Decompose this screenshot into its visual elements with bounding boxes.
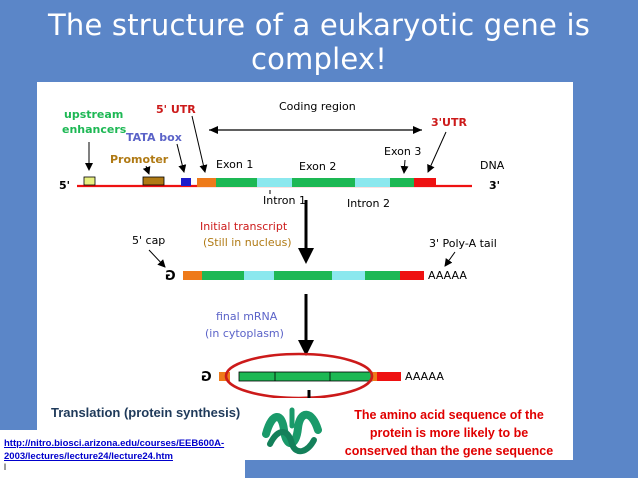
citation-panel — [0, 430, 245, 478]
transcript-intron2 — [332, 271, 365, 280]
label-utr5: 5' UTR — [156, 103, 196, 116]
source-link-line-1[interactable]: http://nitro.biosci.arizona.edu/courses/… — [4, 438, 225, 449]
utr5-pointer — [191, 115, 208, 173]
gene-diagram-svg — [77, 115, 472, 400]
label-5prime: 5' — [59, 179, 71, 192]
label-polya-tail: 3' Poly-A tail — [429, 237, 497, 250]
transcript-utr5 — [183, 271, 202, 280]
gene-structure-diagram: upstream enhancers 5' UTR Coding region … — [37, 82, 573, 400]
mrna-utr3 — [377, 372, 401, 381]
label-still-in-nucleus: (Still in nucleus) — [203, 236, 292, 249]
utr5-segment — [197, 178, 216, 187]
coding-arrow-left — [209, 126, 218, 134]
cap-pointer — [148, 249, 166, 268]
coding-arrow-right — [413, 126, 422, 134]
enhancer-box — [83, 176, 96, 186]
mrna-utr5 — [219, 372, 230, 381]
label-tata-box: TATA box — [126, 131, 182, 144]
mrna-coding — [238, 371, 373, 382]
label-dna: DNA — [480, 159, 505, 172]
transcript-exon3 — [365, 271, 400, 280]
conserved-line-3: conserved than the gene sequence — [344, 444, 554, 458]
label-exon3: Exon 3 — [384, 145, 422, 158]
transcript-intron1 — [244, 271, 274, 280]
promoter-box — [142, 176, 165, 186]
utr3-pointer — [427, 131, 447, 173]
tata-box — [181, 178, 191, 186]
label-utr3: 3'UTR — [431, 116, 467, 129]
intron1-segment — [257, 178, 292, 187]
conserved-note: The amino acid sequence of the protein i… — [333, 406, 565, 460]
label-promoter: Promoter — [110, 153, 169, 166]
cap-glyph-transcript: G — [165, 269, 176, 284]
exon3-segment — [390, 178, 414, 187]
transcript-exon1 — [202, 271, 244, 280]
protein-ribbon-icon — [262, 407, 322, 455]
label-exon1: Exon 1 — [216, 158, 254, 171]
label-coding-region: Coding region — [279, 100, 356, 113]
conserved-line-1: The amino acid sequence of the — [354, 408, 544, 422]
label-intron1: Intron 1 — [263, 194, 307, 207]
exon3-pointer — [400, 159, 409, 174]
transcript-utr3 — [400, 271, 424, 280]
label-aaaaa-mrna: AAAAA — [405, 370, 444, 383]
cap-glyph-mrna: G — [201, 370, 212, 385]
source-link-line-2[interactable]: 2003/lectures/lecture24/lecture24.htm — [4, 451, 173, 462]
mrna-stop — [372, 372, 377, 381]
label-aaaaa-transcript: AAAAA — [428, 269, 467, 282]
translation-label: Translation (protein synthesis) — [51, 405, 241, 420]
slide-title: The structure of a eukaryotic gene is co… — [47, 8, 591, 76]
utr3-segment — [414, 178, 436, 187]
exon1-segment — [216, 178, 257, 187]
label-exon2: Exon 2 — [299, 160, 337, 173]
exon2-segment — [292, 178, 355, 187]
promoter-pointer — [142, 165, 151, 175]
polya-pointer — [444, 251, 456, 267]
label-initial-transcript: Initial transcript — [200, 220, 288, 233]
transcription-arrow-head — [298, 248, 314, 264]
label-in-cytoplasm: (in cytoplasm) — [205, 327, 284, 340]
label-final-mrna: final mRNA — [216, 310, 278, 323]
label-enhancers: enhancers — [62, 123, 127, 136]
cursor-mark: l — [4, 462, 6, 472]
transcript-exon2 — [274, 271, 332, 280]
label-5cap: 5' cap — [132, 234, 166, 247]
source-link[interactable]: http://nitro.biosci.arizona.edu/courses/… — [4, 437, 224, 463]
conserved-line-2: protein is more likely to be — [369, 426, 529, 440]
label-3prime: 3' — [489, 179, 501, 192]
label-intron2: Intron 2 — [347, 197, 391, 210]
tata-pointer — [176, 143, 187, 173]
label-upstream: upstream — [64, 108, 124, 121]
splicing-arrow-head — [298, 340, 314, 356]
intron2-segment — [355, 178, 390, 187]
